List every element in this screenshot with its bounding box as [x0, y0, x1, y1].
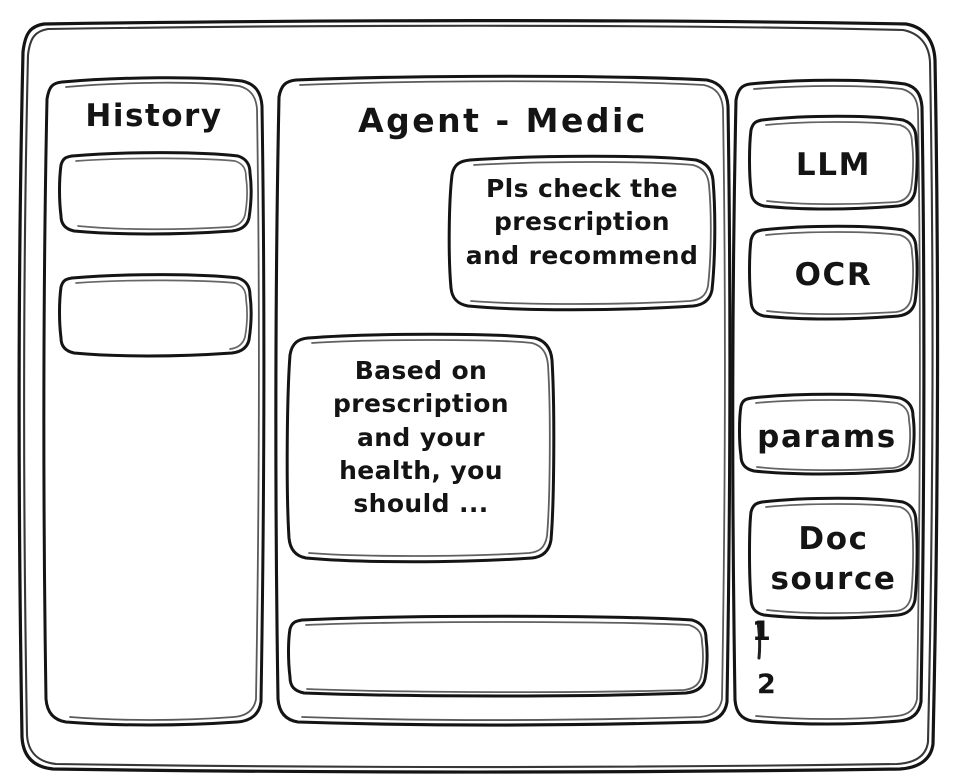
params-panel[interactable]: params — [739, 396, 915, 475]
doc-source-panel[interactable]: Doc source — [749, 500, 918, 619]
doc-list-item-2[interactable]: 2 — [757, 669, 777, 700]
page-title: Agent - Medic — [358, 101, 648, 140]
agent-message-text: Based on prescription and your health, y… — [333, 356, 509, 518]
llm-panel-label: LLM — [795, 147, 872, 183]
llm-panel[interactable]: LLM — [749, 118, 918, 210]
ocr-panel[interactable]: OCR — [749, 228, 918, 320]
message-bubble-agent[interactable]: Based on prescription and your health, y… — [287, 336, 555, 560]
sidebar-item-history-1[interactable] — [60, 154, 252, 234]
user-message-text: Pls check the prescription and recommend — [465, 174, 699, 270]
doc-source-panel-label: Doc source — [770, 521, 897, 597]
doc-list-item-1[interactable]: 1 — [752, 616, 772, 647]
composer-input[interactable] — [288, 618, 708, 696]
history-panel-title: History — [85, 98, 223, 134]
ocr-panel-label: OCR — [794, 257, 873, 293]
params-panel-label: params — [757, 419, 897, 455]
message-bubble-user[interactable]: Pls check the prescription and recommend — [449, 158, 715, 308]
sidebar-item-history-2[interactable] — [60, 276, 252, 356]
